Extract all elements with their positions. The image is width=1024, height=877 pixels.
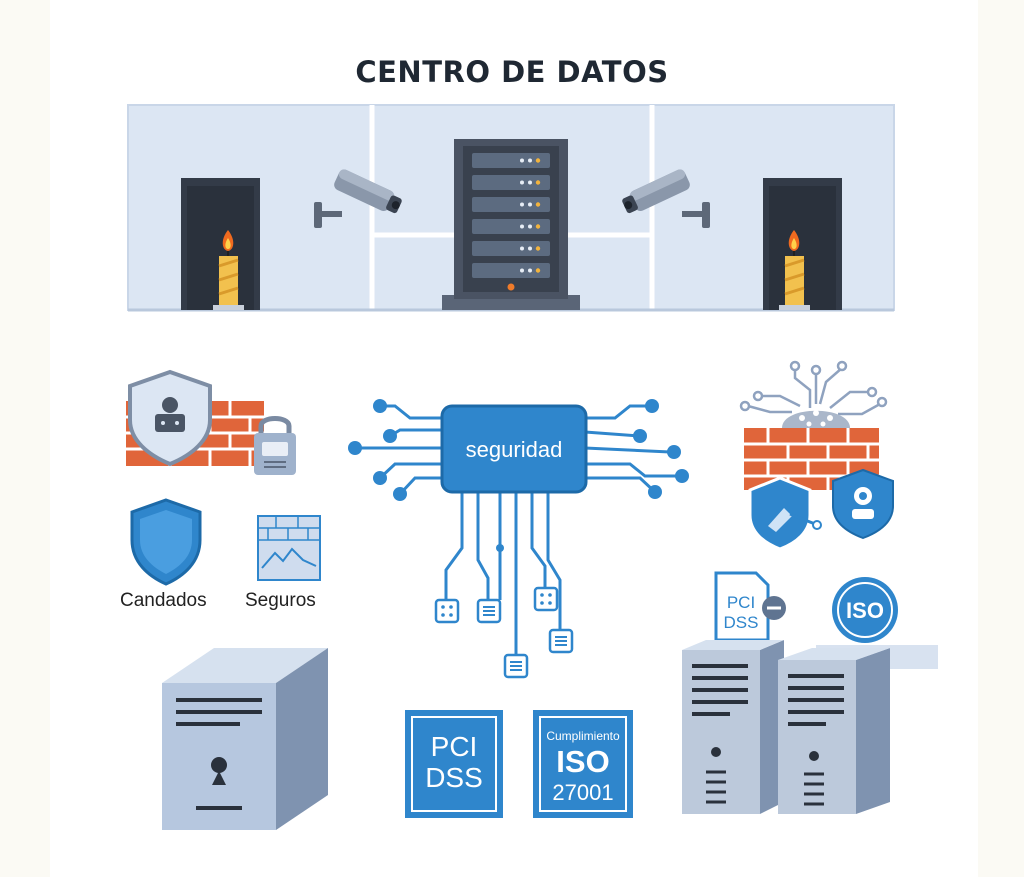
pci-dss-badge: PCI DSS xyxy=(405,710,503,818)
candle-icon xyxy=(779,230,810,310)
seguros-label: Seguros xyxy=(245,590,316,611)
lock-icon xyxy=(254,416,296,475)
hub-label: seguridad xyxy=(466,437,563,462)
user-shield-icon xyxy=(832,468,894,540)
iso-badge-caption: Cumplimiento xyxy=(546,729,620,743)
iso-badge-line1: ISO xyxy=(556,744,609,779)
network-chip-icon: seguridad xyxy=(348,399,689,679)
candados-shield-icon xyxy=(130,498,202,586)
iso-seal-label: ISO xyxy=(846,598,884,623)
candados-label: Candados xyxy=(120,590,207,611)
shield-icon xyxy=(128,369,212,467)
pci-small-line2: DSS xyxy=(724,613,759,632)
server-rack-icon xyxy=(442,139,580,310)
server-tower-icon xyxy=(682,640,784,814)
chip-terminals xyxy=(434,586,574,679)
security-camera-icon xyxy=(314,169,402,228)
pci-small-line1: PCI xyxy=(727,593,755,612)
server-tower-icon xyxy=(778,648,890,814)
pci-badge-line1: PCI xyxy=(431,731,478,762)
seguros-firewall-icon xyxy=(257,515,321,581)
right-doorway xyxy=(763,178,842,310)
server-units xyxy=(472,153,550,278)
candle-icon xyxy=(213,230,244,310)
pci-document-icon: PCI DSS xyxy=(714,571,786,642)
network-dome-icon xyxy=(739,360,888,428)
plug-shield-icon xyxy=(748,476,822,551)
iso-seal-icon: ISO xyxy=(832,577,898,643)
safe-box-icon xyxy=(162,648,328,830)
security-camera-icon xyxy=(622,169,710,228)
left-doorway xyxy=(181,178,260,310)
iso-badge-line2: 27001 xyxy=(552,780,613,805)
iso-27001-badge: Cumplimiento ISO 27001 xyxy=(533,710,633,818)
keyhole-icon xyxy=(211,757,227,785)
pci-badge-line2: DSS xyxy=(425,762,483,793)
page-title: CENTRO DE DATOS xyxy=(355,55,669,89)
